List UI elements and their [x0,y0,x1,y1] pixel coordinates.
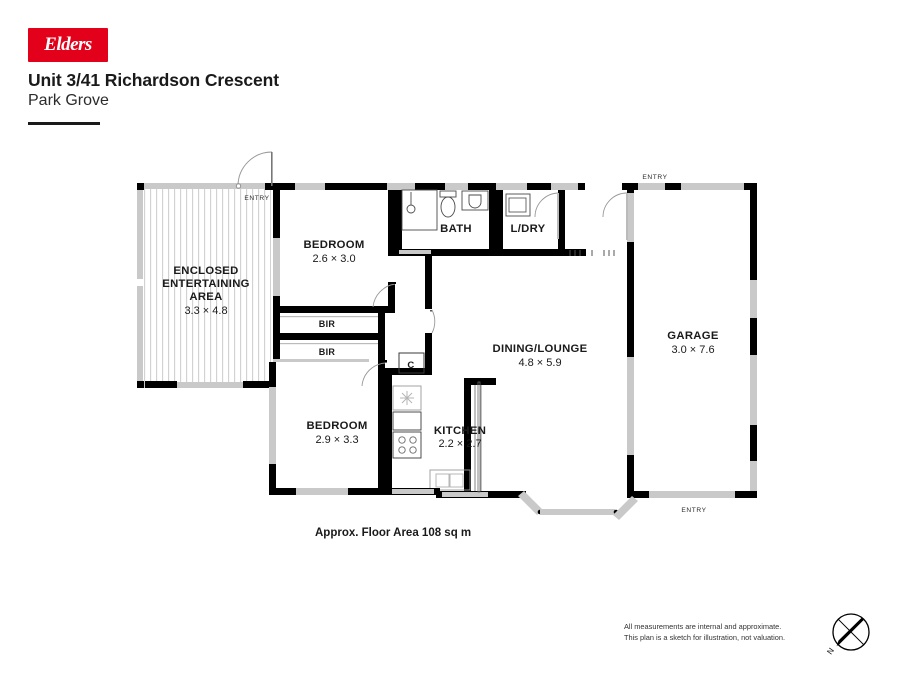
wall-top-main [273,183,585,190]
basin-fixture [461,190,489,211]
bedroom-2-dimensions: 2.9 × 3.3 [315,434,358,446]
bath-name: BATH [440,223,472,235]
bedroom-1-name: BEDROOM [303,239,364,251]
entertaining-dimensions: 3.3 × 4.8 [184,305,227,317]
wall-left-garage [627,183,634,498]
bir-top-label: BIR [319,319,336,329]
cupboard-label: C [407,360,414,371]
elders-logo: Elders [28,28,108,62]
entertaining-name-line-1: ENCLOSED [173,265,238,277]
kitchen-name: KITCHEN [434,425,486,437]
wall-vent-hatching [569,250,615,256]
document-header: Elders Unit 3/41 Richardson Crescent Par… [0,0,900,140]
shower-fixture [401,189,438,231]
bir-bottom-label: BIR [319,347,336,357]
room-bir-bottom [273,340,385,363]
room-bath [395,190,496,256]
garage-name: GARAGE [667,330,719,342]
toilet-fixture [439,190,457,218]
bedroom-1-dimensions: 2.6 × 3.0 [312,253,355,265]
entertaining-name-line-2: ENTERTAINING [162,278,250,290]
bedroom-2-name: BEDROOM [306,420,367,432]
disclaimer-text: All measurements are internal and approx… [624,622,785,643]
dining-lounge-name: DINING/LOUNGE [493,343,588,355]
entertaining-name-line-3: AREA [189,291,222,303]
room-entertaining-area [137,183,274,388]
page-subtitle: Park Grove [28,92,109,109]
wall-bottom-dining-bay [436,491,638,520]
entry-label-garage-top: ENTRY [642,174,667,181]
door-garage-to-dining [602,192,628,240]
door-bedroom-1 [372,282,396,308]
laundry-name: L/DRY [511,223,546,235]
wall-right-garage [750,183,757,498]
title-divider [28,122,100,125]
compass-rose: N [818,608,878,666]
entry-label-west: ENTRY [244,195,269,202]
page-title: Unit 3/41 Richardson Crescent [28,70,279,90]
floor-area-caption: Approx. Floor Area 108 sq m [315,527,472,539]
dining-lounge-dimensions: 4.8 × 5.9 [518,357,561,369]
garage-dimensions: 3.0 × 7.6 [671,344,714,356]
disclaimer-line-1: All measurements are internal and approx… [624,622,782,631]
wall-bottom-garage [627,491,757,498]
elders-logo-text: Elders [44,34,92,55]
room-bir-top [273,313,385,340]
room-bedroom-1 [273,190,395,313]
compass-north-label: N [825,646,836,656]
room-kitchen [385,352,496,495]
room-laundry [496,190,586,256]
room-bedroom-2 [269,362,385,495]
disclaimer-line-2: This plan is a sketch for illustration, … [624,632,786,642]
laundry-trough-fixture [505,193,531,217]
door-bedroom-2 [361,360,387,387]
door-laundry [534,192,559,239]
entry-label-garage-bottom: ENTRY [681,507,706,514]
entry-door-west [235,151,273,189]
room-dining-lounge [385,256,436,495]
kitchen-dimensions: 2.2 × 2.7 [438,438,481,450]
wall-top-garage [622,183,757,190]
